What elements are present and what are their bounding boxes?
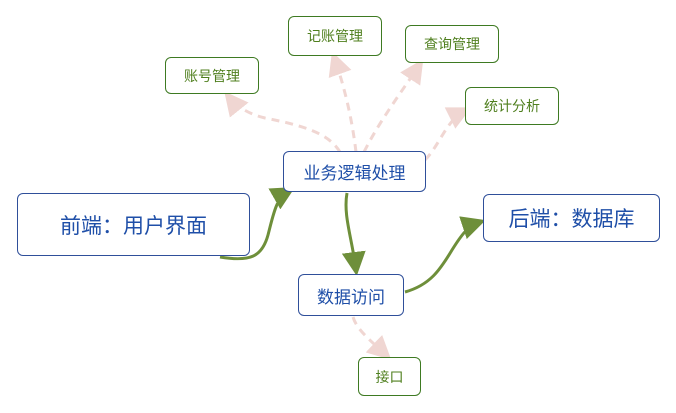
connector-data-access-to-api [351, 316, 392, 361]
node-bookkeeping-management-label: 记账管理 [307, 29, 363, 45]
connector-frontend-to-logic [219, 187, 296, 261]
node-query-management-label: 查询管理 [424, 37, 480, 53]
node-query-management[interactable]: 查询管理 [405, 25, 499, 63]
node-business-logic-label: 业务逻辑处理 [303, 164, 406, 184]
node-business-logic[interactable]: 业务逻辑处理 [283, 151, 426, 192]
connector-logic-to-bookkeeping [328, 51, 358, 153]
connector-logic-to-query [362, 58, 424, 153]
node-account-management[interactable]: 账号管理 [165, 57, 259, 94]
connector-logic-to-account [224, 91, 342, 153]
node-data-access-label: 数据访问 [317, 287, 385, 308]
node-bookkeeping-management[interactable]: 记账管理 [288, 16, 382, 56]
node-statistical-analysis-label: 统计分析 [484, 99, 540, 115]
node-frontend-label: 前端：用户界面 [60, 213, 207, 238]
node-account-management-label: 账号管理 [184, 68, 240, 85]
node-interface-label: 接口 [375, 369, 404, 386]
connector-data-access-to-backend [404, 216, 486, 294]
node-interface[interactable]: 接口 [358, 357, 421, 396]
node-frontend[interactable]: 前端：用户界面 [17, 193, 250, 256]
connector-logic-to-data-access [341, 192, 366, 276]
node-backend-label: 后端：数据库 [508, 207, 635, 231]
node-data-access[interactable]: 数据访问 [298, 274, 404, 316]
node-backend[interactable]: 后端：数据库 [483, 194, 660, 242]
node-statistical-analysis[interactable]: 统计分析 [465, 87, 559, 125]
connector-logic-to-stats [423, 107, 472, 162]
